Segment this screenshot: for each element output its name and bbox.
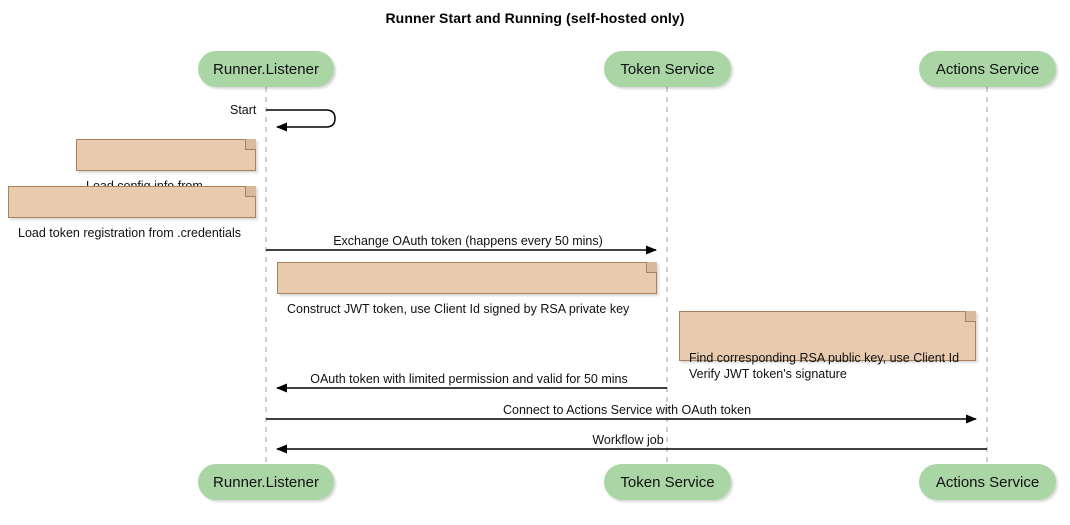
note-construct-jwt-token: Construct JWT token, use Client Id signe… [277, 262, 657, 316]
message-label-workflow-job: Workflow job [592, 433, 664, 447]
participant-label: Runner.Listener [213, 60, 319, 78]
participant-header-token-service[interactable]: Token Service [604, 51, 731, 87]
lifelines-group [265, 87, 988, 463]
diagram-title: Runner Start and Running (self-hosted on… [385, 10, 685, 26]
message-label-oauth-token-returned: OAuth token with limited permission and … [310, 372, 628, 386]
participant-footer-token-service[interactable]: Token Service [604, 464, 731, 500]
participant-header-actions-service[interactable]: Actions Service [919, 51, 1056, 87]
message-arrow-start-self-loop [266, 109, 336, 132]
participant-label: Runner.Listener [213, 473, 319, 491]
note-text: Load token registration from .credential… [18, 226, 242, 240]
note-text: Construct JWT token, use Client Id signe… [287, 302, 630, 316]
participant-label: Token Service [620, 60, 715, 78]
note-load-config-info: Load config info from .runner [76, 139, 256, 209]
note-fold-corner-icon [646, 262, 657, 273]
participant-header-runner-listener[interactable]: Runner.Listener [198, 51, 334, 87]
participant-label: Actions Service [935, 60, 1040, 78]
participant-footer-actions-service[interactable]: Actions Service [919, 464, 1056, 500]
message-label-start: Start [230, 103, 257, 117]
participant-label: Token Service [620, 473, 715, 491]
note-text: Find corresponding RSA public key, use C… [689, 351, 960, 381]
note-find-rsa-public-key: Find corresponding RSA public key, use C… [679, 311, 976, 381]
participant-label: Actions Service [935, 473, 1040, 491]
message-label-connect-to-actions-service: Connect to Actions Service with OAuth to… [502, 403, 752, 417]
note-fold-corner-icon [245, 186, 256, 197]
message-label-exchange-oauth-token: Exchange OAuth token (happens every 50 m… [333, 234, 603, 248]
note-fold-corner-icon [965, 311, 976, 322]
note-fold-corner-icon [245, 139, 256, 150]
participant-footer-runner-listener[interactable]: Runner.Listener [198, 464, 334, 500]
note-load-token-registration: Load token registration from .credential… [8, 186, 256, 240]
